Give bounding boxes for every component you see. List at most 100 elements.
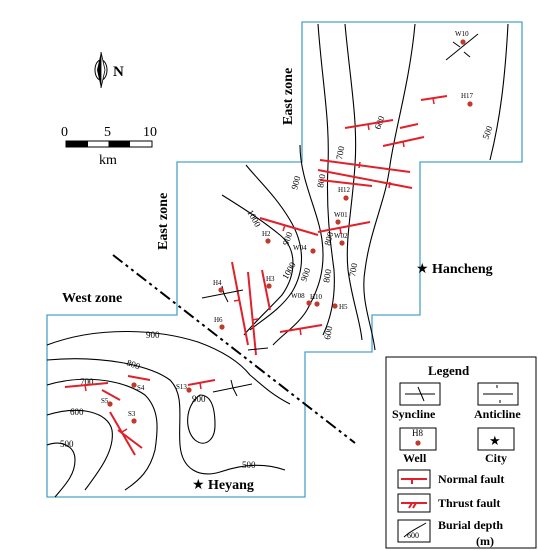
well-marker xyxy=(335,219,341,225)
well-marker xyxy=(107,401,113,407)
well-label: W01 xyxy=(334,211,348,219)
fault-ticks xyxy=(84,97,435,433)
well-marker xyxy=(131,418,137,424)
normal-fault xyxy=(247,271,257,356)
depth-label: 800 xyxy=(322,230,335,246)
normal-fault xyxy=(231,261,249,346)
well-label: H2 xyxy=(262,230,271,238)
normal-fault xyxy=(420,95,448,101)
city-star-icon: ★ xyxy=(192,478,205,493)
contour-line xyxy=(245,164,303,331)
well-icon xyxy=(415,440,421,446)
city-star-icon: ★ xyxy=(416,262,429,277)
contour-line xyxy=(344,23,363,341)
normal-fault xyxy=(344,119,394,129)
burial-depth-icon xyxy=(403,522,427,538)
legend-syncline: Syncline xyxy=(392,407,436,421)
north-arrow-icon xyxy=(94,51,108,89)
city-label-heyang: Heyang xyxy=(208,478,254,493)
well-marker xyxy=(467,101,473,107)
depth-label: 600 xyxy=(70,407,84,417)
well-label: S13 xyxy=(176,383,187,391)
zone-label-west: West zone xyxy=(62,291,122,306)
depth-label: 800 xyxy=(125,357,142,371)
well-label: H17 xyxy=(461,92,474,100)
legend-anticline: Anticline xyxy=(474,407,521,421)
legend-burial-unit: (m) xyxy=(476,534,494,548)
legend-well-sample: H8 xyxy=(412,428,423,438)
well-label: H10 xyxy=(310,293,323,301)
zone-label-east-upper: East zone xyxy=(281,68,296,125)
contour-line xyxy=(317,23,335,336)
syncline-axis xyxy=(201,289,244,299)
scale-tick-label: 5 xyxy=(104,125,111,140)
normal-fault xyxy=(319,159,411,173)
city-star-icon: ★ xyxy=(489,433,501,448)
well-label: H5 xyxy=(339,303,348,311)
anticline-arrows xyxy=(452,41,471,58)
syncline-arrows xyxy=(230,379,238,397)
legend-normal-fault: Normal fault xyxy=(438,472,504,486)
well-marker xyxy=(310,248,316,254)
zone-boundary-line xyxy=(112,254,356,444)
anticline-icon xyxy=(483,385,513,403)
well-marker xyxy=(219,324,225,330)
normal-fault xyxy=(317,169,413,189)
well-label: S4 xyxy=(137,384,145,392)
legend-city: City xyxy=(485,451,507,465)
scale-tick-label: 10 xyxy=(143,125,157,140)
depth-label: 900 xyxy=(146,330,160,340)
contour-line xyxy=(489,23,509,161)
burial-depth-contours xyxy=(46,23,509,498)
well-marker xyxy=(265,238,271,244)
well-marker xyxy=(460,39,466,45)
well-marker xyxy=(343,195,349,201)
well-label: W02 xyxy=(334,232,348,240)
depth-label: 500 xyxy=(480,124,494,141)
contour-line xyxy=(46,442,76,498)
well-marker xyxy=(306,300,312,306)
north-label: N xyxy=(113,64,124,80)
syncline-axis xyxy=(247,347,269,351)
depth-label: 900 xyxy=(298,266,312,283)
contour-line xyxy=(46,330,291,405)
legend-burial-depth: Burial depth xyxy=(438,518,503,532)
thrust-fault-icon xyxy=(401,502,427,509)
normal-fault-icon xyxy=(401,478,427,484)
normal-fault xyxy=(259,217,319,236)
depth-label: 700 xyxy=(334,145,346,161)
legend-burial-sample: 600 xyxy=(407,531,419,540)
contour-line xyxy=(46,378,158,491)
legend-thrust-fault: Thrust fault xyxy=(438,496,500,510)
legend: Legend Syncline Anticline H8 Well ★ City… xyxy=(385,356,537,549)
contour-line xyxy=(363,23,416,351)
normal-faults xyxy=(64,95,448,456)
well-marker xyxy=(314,301,320,307)
well-label: W08 xyxy=(291,292,305,300)
depth-label: 1000 xyxy=(280,260,298,281)
depth-label: 600 xyxy=(322,325,334,341)
depth-label: 800 xyxy=(321,268,333,284)
scale-tick-label: 0 xyxy=(61,125,68,140)
well-label: S5 xyxy=(101,397,109,405)
wells: W10 H17 H12 W01 W02 H2 W04 H4 H3 W08 H10… xyxy=(101,30,474,424)
contour-line xyxy=(187,394,216,444)
study-area-boundary xyxy=(46,21,523,498)
depth-label: 900 xyxy=(192,394,206,404)
well-label: H6 xyxy=(214,316,223,324)
legend-title: Legend xyxy=(428,363,470,378)
legend-well: Well xyxy=(403,451,427,465)
contour-line xyxy=(272,144,324,346)
well-label: H12 xyxy=(338,186,351,194)
depth-label: 900 xyxy=(280,230,294,247)
well-marker xyxy=(339,240,345,246)
depth-label: 700 xyxy=(80,377,94,387)
well-marker xyxy=(218,287,224,293)
well-marker xyxy=(332,303,338,309)
normal-fault xyxy=(101,389,121,401)
normal-fault xyxy=(319,179,373,187)
anticline-axis xyxy=(445,33,479,61)
well-marker xyxy=(186,387,192,393)
syncline-icon xyxy=(405,386,435,402)
